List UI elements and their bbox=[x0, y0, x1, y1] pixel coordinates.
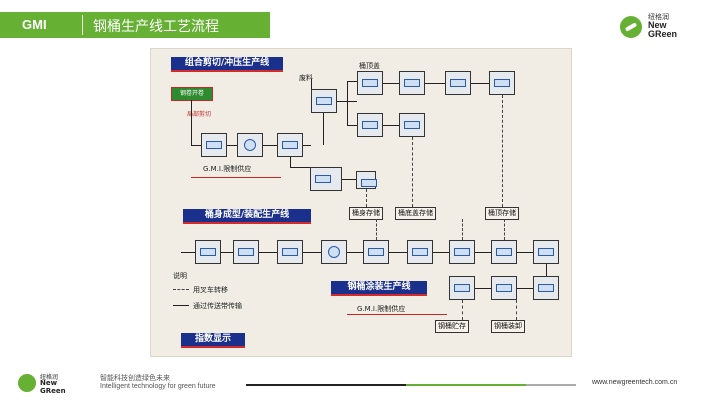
legend-forklift: 用叉车转移 bbox=[193, 286, 228, 294]
legend-conveyor: 通过传送带传输 bbox=[193, 302, 242, 310]
connector bbox=[546, 264, 547, 276]
process-box bbox=[533, 240, 559, 264]
process-box bbox=[311, 89, 337, 113]
dashed-connector bbox=[376, 219, 377, 240]
connector bbox=[290, 167, 310, 168]
connector bbox=[263, 145, 277, 146]
footer-en-line1: New bbox=[40, 379, 58, 387]
connector bbox=[347, 81, 357, 82]
dashed-connector bbox=[366, 189, 367, 207]
coil-decoil-box: 钢卷开卷 bbox=[171, 87, 213, 101]
brand-logo: 纽格润 New GReen bbox=[620, 12, 702, 46]
process-box bbox=[201, 133, 227, 157]
footer-brand-en: New GReen bbox=[40, 379, 66, 395]
process-flow-diagram: 组合剪切/冲压生产线 钢卷开卷 局部剪切 废料 桶顶盖 G.M.I.限制供应 桶… bbox=[150, 48, 572, 357]
process-box bbox=[449, 276, 475, 300]
connector bbox=[290, 157, 291, 167]
connector bbox=[191, 100, 192, 145]
process-box bbox=[491, 276, 517, 300]
connector bbox=[227, 145, 237, 146]
connector bbox=[383, 83, 399, 84]
brand-en-line1: New bbox=[648, 20, 667, 30]
store-top-lid: 桶顶存储 bbox=[485, 207, 519, 220]
connector bbox=[191, 145, 201, 146]
footer-bar-dark bbox=[246, 384, 406, 386]
store-drum: 钢桶贮存 bbox=[435, 320, 469, 333]
footer-url[interactable]: www.newgreentech.com.cn bbox=[592, 379, 678, 386]
process-box bbox=[491, 240, 517, 264]
leaf-icon bbox=[18, 374, 36, 392]
dashed-connector bbox=[412, 137, 413, 207]
red-underline bbox=[191, 177, 281, 178]
process-box bbox=[321, 240, 347, 264]
connector bbox=[425, 83, 445, 84]
header-separator bbox=[82, 15, 83, 35]
process-box bbox=[310, 167, 342, 191]
header-logo: GMI bbox=[22, 17, 47, 32]
lid-label: 桶顶盖 bbox=[359, 62, 380, 70]
red-underline bbox=[347, 314, 447, 315]
banner-shear-press-line: 组合剪切/冲压生产线 bbox=[171, 57, 283, 72]
process-box bbox=[356, 171, 377, 189]
legend-solid-line bbox=[173, 305, 189, 306]
connector bbox=[383, 125, 399, 126]
footer-bar-gray bbox=[526, 384, 576, 386]
header-bar: GMI 钢桶生产线工艺流程 bbox=[0, 12, 270, 38]
process-box bbox=[399, 113, 425, 137]
brand-en-line2: GReen bbox=[648, 29, 678, 39]
header-background bbox=[0, 12, 270, 38]
process-box bbox=[399, 71, 425, 95]
process-box bbox=[195, 240, 221, 264]
supply-label-bottom: G.M.I.限制供应 bbox=[357, 305, 406, 313]
process-box bbox=[533, 276, 559, 300]
dashed-connector bbox=[502, 95, 503, 207]
brand-name-cn: 纽格润 bbox=[648, 13, 669, 21]
connector bbox=[303, 145, 311, 146]
connector bbox=[323, 113, 324, 145]
footer-brand-cn: 纽格润 bbox=[40, 374, 59, 381]
footer-slogan-cn: 智能科技创造绿色未来 bbox=[100, 374, 170, 382]
connector bbox=[311, 79, 312, 89]
process-box bbox=[277, 133, 303, 157]
footer-brand-logo: 纽格润 New GReen bbox=[18, 372, 88, 398]
connector bbox=[347, 125, 357, 126]
dashed-connector bbox=[516, 300, 517, 320]
process-box bbox=[237, 133, 263, 157]
banner-paint-line: 钢桶涂装生产线 bbox=[331, 281, 427, 296]
page-title: 钢桶生产线工艺流程 bbox=[93, 19, 219, 35]
waste-label: 废料 bbox=[299, 74, 313, 82]
footer-bar-green bbox=[406, 384, 526, 386]
connector bbox=[471, 83, 489, 84]
process-box bbox=[489, 71, 515, 95]
brand-name-en: New GReen bbox=[648, 21, 677, 39]
process-box bbox=[445, 71, 471, 95]
dashed-connector bbox=[462, 300, 463, 320]
leaf-icon bbox=[620, 16, 642, 38]
process-box bbox=[357, 71, 383, 95]
red-note: 局部剪切 bbox=[187, 111, 212, 118]
process-box bbox=[363, 240, 389, 264]
footer-en-line2: GReen bbox=[40, 387, 66, 395]
legend-title: 说明 bbox=[173, 272, 187, 280]
process-box bbox=[407, 240, 433, 264]
banner-body-line: 桶身成型/装配生产线 bbox=[183, 209, 311, 224]
store-body: 桶身存储 bbox=[349, 207, 383, 220]
footer-slogan-en: Intelligent technology for green future bbox=[100, 383, 216, 390]
process-box bbox=[357, 113, 383, 137]
store-bottom-lid: 桶底盖存储 bbox=[395, 207, 436, 220]
store-load: 钢桶装卸 bbox=[491, 320, 525, 333]
connector bbox=[342, 179, 356, 180]
banner-indicator: 指数显示 bbox=[181, 333, 245, 348]
process-box bbox=[277, 240, 303, 264]
legend-dashed-line bbox=[173, 289, 189, 290]
process-box bbox=[449, 240, 475, 264]
dashed-connector bbox=[462, 219, 463, 240]
process-box bbox=[233, 240, 259, 264]
dashed-connector bbox=[504, 219, 505, 240]
supply-label-top: G.M.I.限制供应 bbox=[203, 165, 252, 173]
connector bbox=[347, 81, 348, 125]
